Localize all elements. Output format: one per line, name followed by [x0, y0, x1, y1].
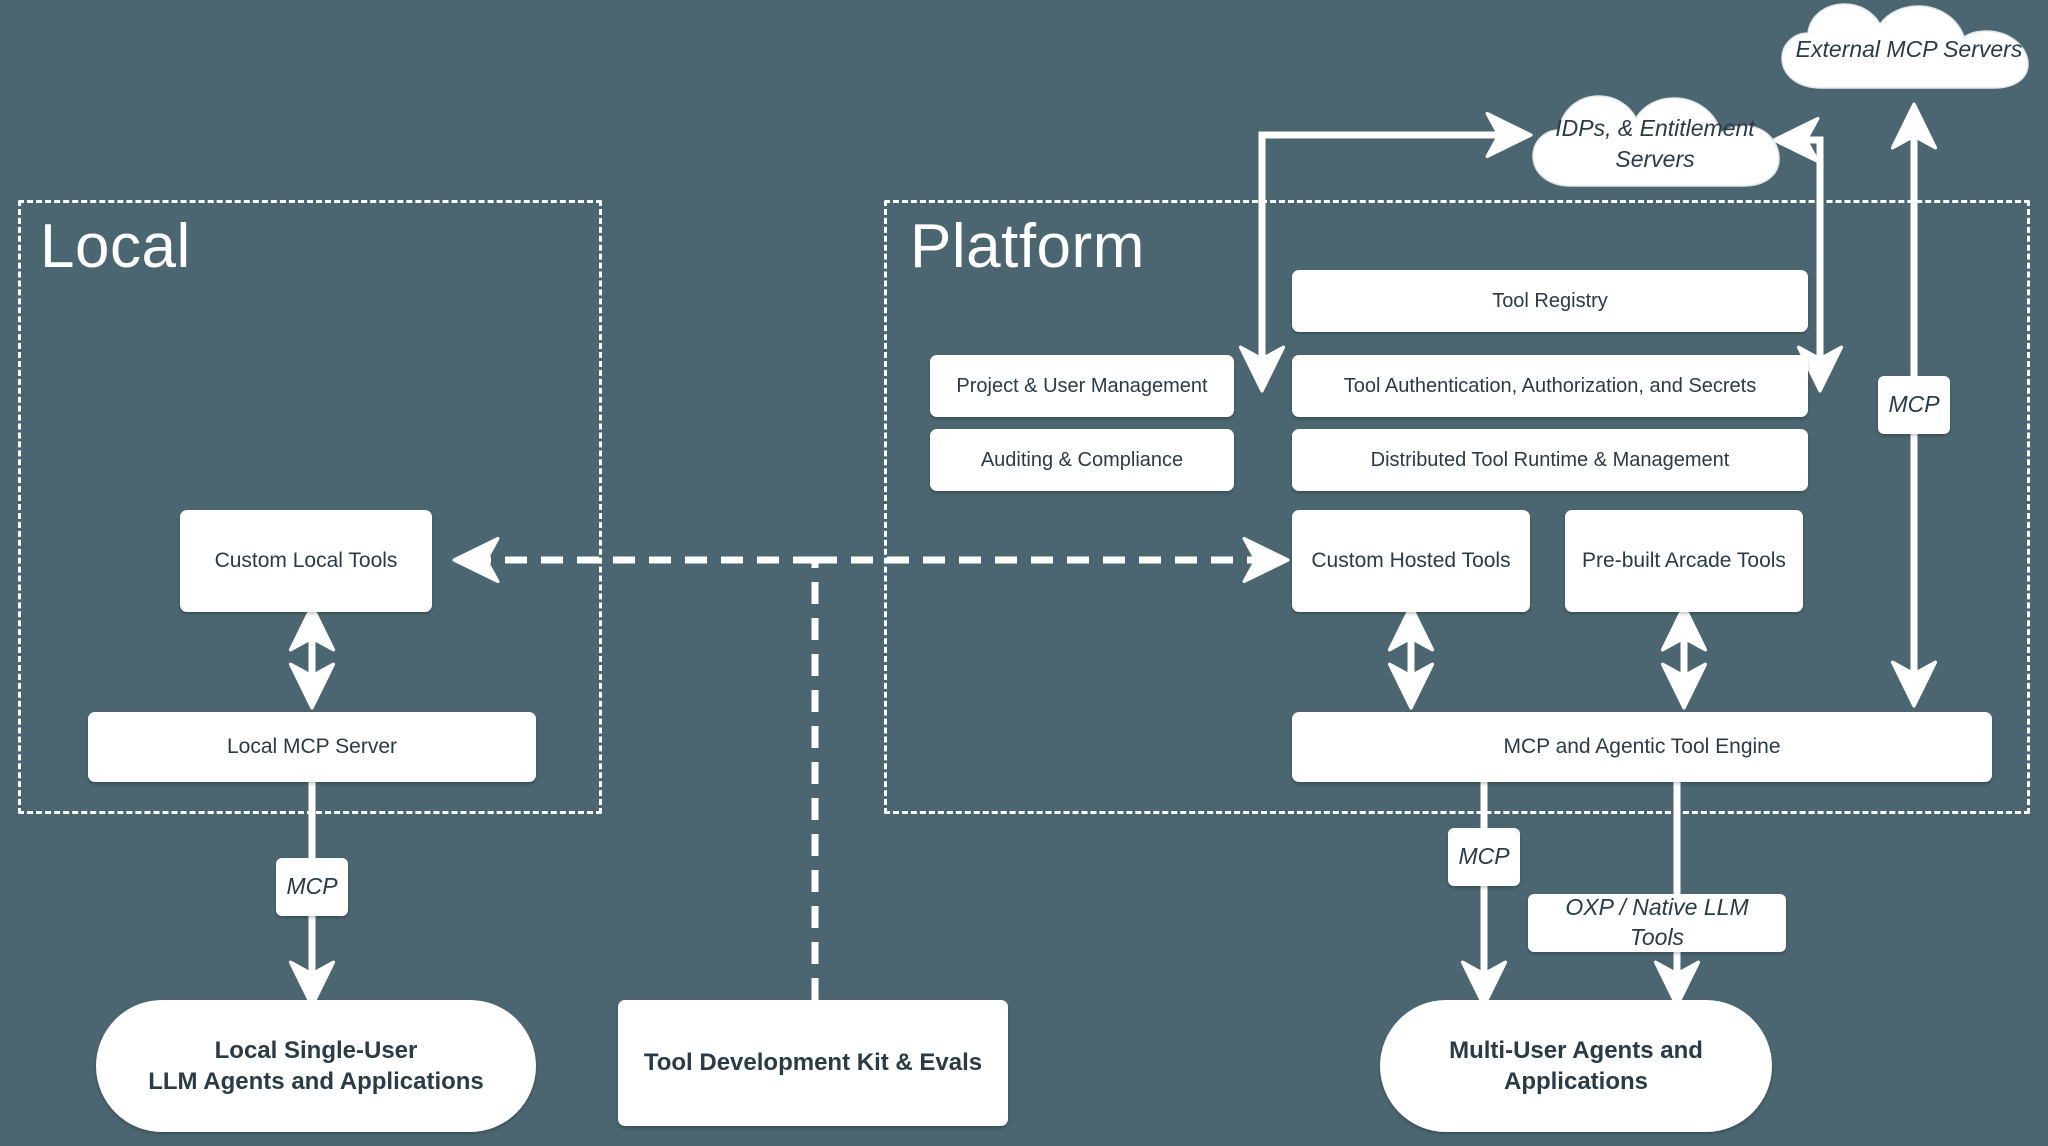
tag-platform-mcp-bottom: MCP	[1448, 828, 1520, 886]
platform-zone-title: Platform	[910, 212, 1145, 281]
cloud-external-mcp-servers-label: External MCP Servers	[1795, 36, 2023, 63]
box-tool-authentication[interactable]: Tool Authentication, Authorization, and …	[1292, 355, 1808, 417]
box-distributed-tool-runtime[interactable]: Distributed Tool Runtime & Management	[1292, 429, 1808, 491]
box-project-user-management[interactable]: Project & User Management	[930, 355, 1234, 417]
box-tool-development-kit[interactable]: Tool Development Kit & Evals	[618, 1000, 1008, 1126]
box-prebuilt-arcade-tools[interactable]: Pre-built Arcade Tools	[1565, 510, 1803, 612]
tag-platform-mcp-right: MCP	[1878, 376, 1950, 434]
pill-local-agents[interactable]: Local Single-User LLM Agents and Applica…	[96, 1000, 536, 1132]
pill-local-agents-line2: LLM Agents and Applications	[148, 1068, 484, 1095]
local-zone-title: Local	[40, 212, 191, 281]
pill-multiuser-agents-line2: Applications	[1503, 1068, 1648, 1095]
cloud-idps-entitlement-servers-label: IDPs, & Entitlement Servers	[1555, 114, 1755, 172]
tag-local-mcp: MCP	[276, 858, 348, 916]
local-zone	[18, 200, 602, 814]
pill-local-agents-line1: Local Single-User	[214, 1036, 418, 1064]
cloud-shape-icon	[1781, 3, 2029, 89]
cloud-external-mcp-servers: External MCP Servers	[1770, 0, 2048, 100]
pill-multiuser-agents[interactable]: Multi-User Agents and Applications	[1380, 1000, 1772, 1132]
cloud-idps-entitlement-servers: IDPs, & Entitlement Servers	[1525, 90, 1785, 198]
box-tool-registry[interactable]: Tool Registry	[1292, 270, 1808, 332]
box-auditing-compliance[interactable]: Auditing & Compliance	[930, 429, 1234, 491]
platform-zone	[884, 200, 2030, 814]
box-local-mcp-server[interactable]: Local MCP Server	[88, 712, 536, 782]
box-custom-hosted-tools[interactable]: Custom Hosted Tools	[1292, 510, 1530, 612]
box-custom-local-tools[interactable]: Custom Local Tools	[180, 510, 432, 612]
pill-multiuser-agents-line1: Multi-User Agents and	[1449, 1036, 1703, 1064]
box-mcp-agentic-tool-engine[interactable]: MCP and Agentic Tool Engine	[1292, 712, 1992, 782]
cloud-shape-icon	[1532, 95, 1780, 187]
tag-oxp-native-llm-tools: OXP / Native LLM Tools	[1528, 894, 1786, 952]
